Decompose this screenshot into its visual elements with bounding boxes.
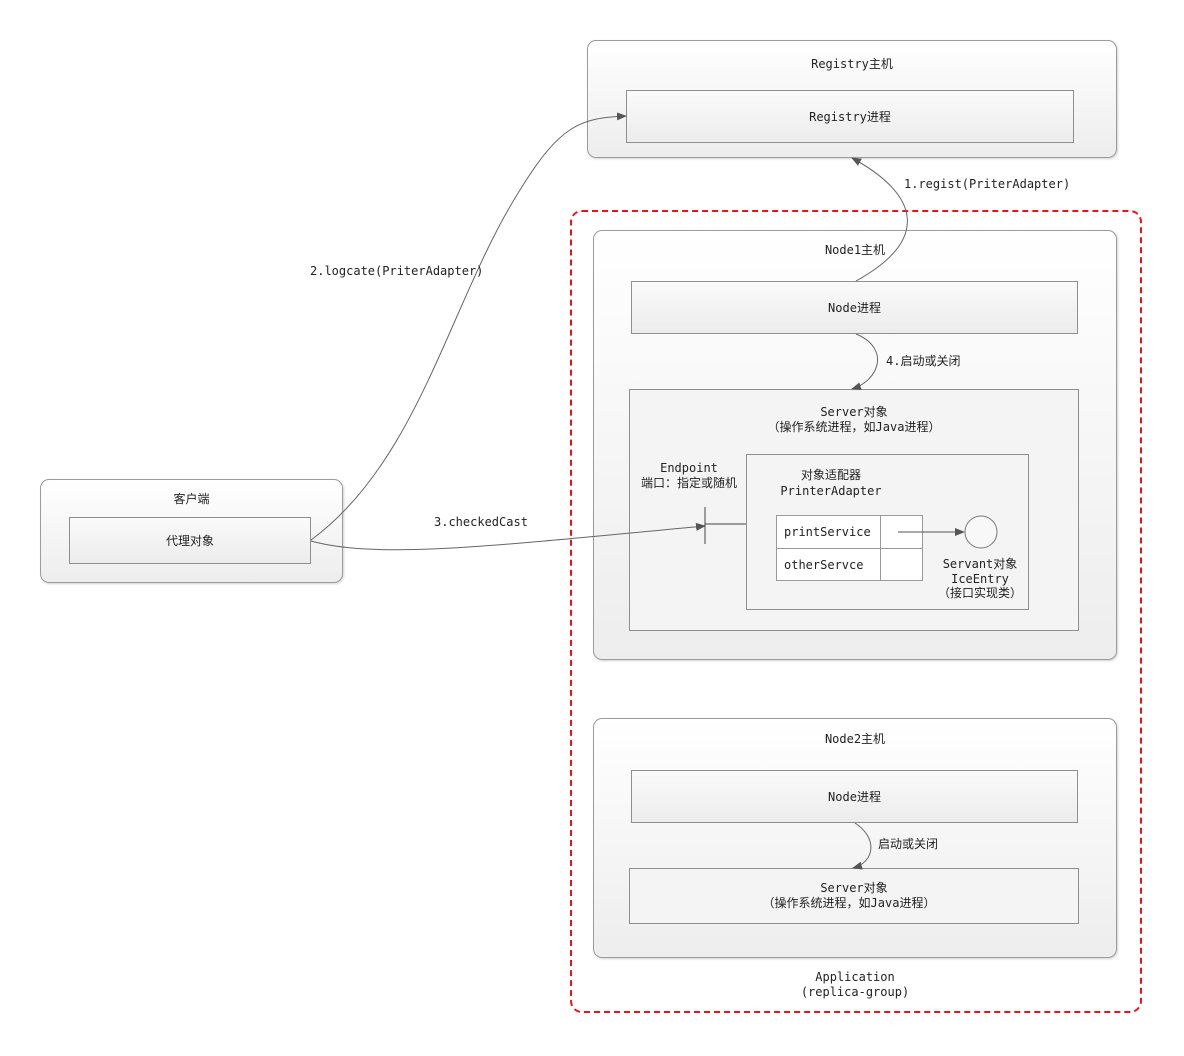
endpoint-title: Endpoint — [660, 461, 718, 475]
start-stop-edge-2 — [852, 822, 872, 870]
proxy-object-label: 代理对象 — [165, 534, 214, 548]
registry-host-label: Registry主机 — [811, 57, 893, 71]
checked-cast-edge-label: 3.checkedCast — [434, 515, 528, 529]
checked-cast-edge — [310, 522, 706, 551]
start-stop-edge-1 — [851, 333, 878, 391]
node2-process-label: Node进程 — [828, 790, 881, 804]
servant-circle[interactable] — [964, 515, 998, 549]
logcate-edge — [310, 112, 627, 541]
node1-process-label: Node进程 — [828, 301, 881, 315]
node2-server-object[interactable] — [629, 868, 1079, 924]
node2-server-title: Server对象 — [820, 881, 888, 895]
regist-edge — [851, 157, 908, 282]
node1-process[interactable]: Node进程 — [631, 281, 1078, 334]
node2-host-label: Node2主机 — [824, 732, 886, 746]
application-group — [570, 210, 1142, 1013]
regist-edge-label: 1.regist(PriterAdapter) — [904, 177, 1071, 191]
service-name: otherServce — [784, 558, 864, 572]
node1-server-title: Server对象 — [820, 405, 888, 419]
adapter-title: 对象适配器 — [800, 468, 861, 482]
application-title: Application — [815, 970, 895, 984]
node2-process[interactable]: Node进程 — [631, 770, 1078, 823]
logcate-edge-label: 2.logcate(PriterAdapter) — [310, 264, 484, 278]
service-row-port — [880, 548, 923, 581]
node1-host-label: Node1主机 — [824, 243, 886, 257]
proxy-object[interactable]: 代理对象 — [69, 517, 311, 564]
node1-server-subtitle: （操作系统进程，如Java进程） — [767, 420, 941, 434]
application-subtitle: (replica-group) — [800, 985, 910, 999]
start-stop-edge-2-label: 启动或关闭 — [878, 837, 939, 851]
service-row[interactable]: otherServce — [776, 548, 881, 581]
servant-title: Servant对象 — [942, 557, 1018, 571]
start-stop-edge-1-label: 4.启动或关闭 — [886, 354, 961, 368]
service-row[interactable]: printService — [776, 515, 881, 549]
servant-name: IceEntry — [951, 572, 1009, 586]
client-host-label: 客户端 — [173, 492, 210, 506]
endpoint-port-label: 端口：指定或随机 — [640, 476, 737, 490]
registry-process[interactable]: Registry进程 — [626, 90, 1074, 143]
node2-server-subtitle: （操作系统进程，如Java进程） — [762, 896, 936, 910]
registry-process-label: Registry进程 — [809, 110, 891, 124]
servant-description: （接口实现类） — [937, 586, 1022, 600]
service-name: printService — [784, 525, 871, 539]
adapter-name: PrinterAdapter — [780, 484, 882, 498]
